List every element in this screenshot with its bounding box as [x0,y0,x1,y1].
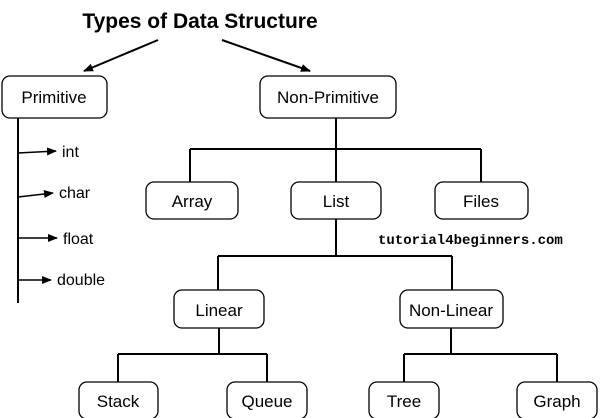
node-non-linear: Non-Linear [399,289,504,329]
node-list: List [290,181,382,220]
watermark: tutorial4beginners.com [378,233,563,249]
title-to-non-primitive-arrow [221,39,311,72]
node-graph: Graph [516,381,598,418]
node-graph-label: Graph [533,392,580,411]
diagram-title: Types of Data Structure [82,10,317,33]
node-stack-label: Stack [97,392,140,411]
node-primitive: Primitive [1,75,108,119]
title-to-primitive-arrow [83,39,159,72]
node-array-label: Array [172,192,213,211]
primitive-type-char: char [59,185,91,202]
node-queue: Queue [226,381,308,418]
arrow-char [17,190,54,198]
node-queue-label: Queue [241,392,292,411]
primitive-type-double: double [57,272,105,289]
primitive-type-float: float [63,231,94,248]
node-non-primitive-label: Non-Primitive [277,88,379,107]
node-non-linear-label: Non-Linear [409,301,493,320]
node-stack: Stack [78,381,159,418]
node-linear: Linear [173,289,265,329]
node-files: Files [434,181,529,220]
primitive-type-int: int [62,144,79,161]
node-list-label: List [323,192,350,211]
node-non-primitive: Non-Primitive [259,75,397,119]
node-array: Array [145,181,239,220]
node-tree: Tree [368,381,440,418]
arrow-int [17,147,57,156]
node-tree-label: Tree [387,392,421,411]
node-primitive-label: Primitive [21,88,86,107]
node-files-label: Files [463,192,499,211]
node-linear-label: Linear [195,301,243,320]
